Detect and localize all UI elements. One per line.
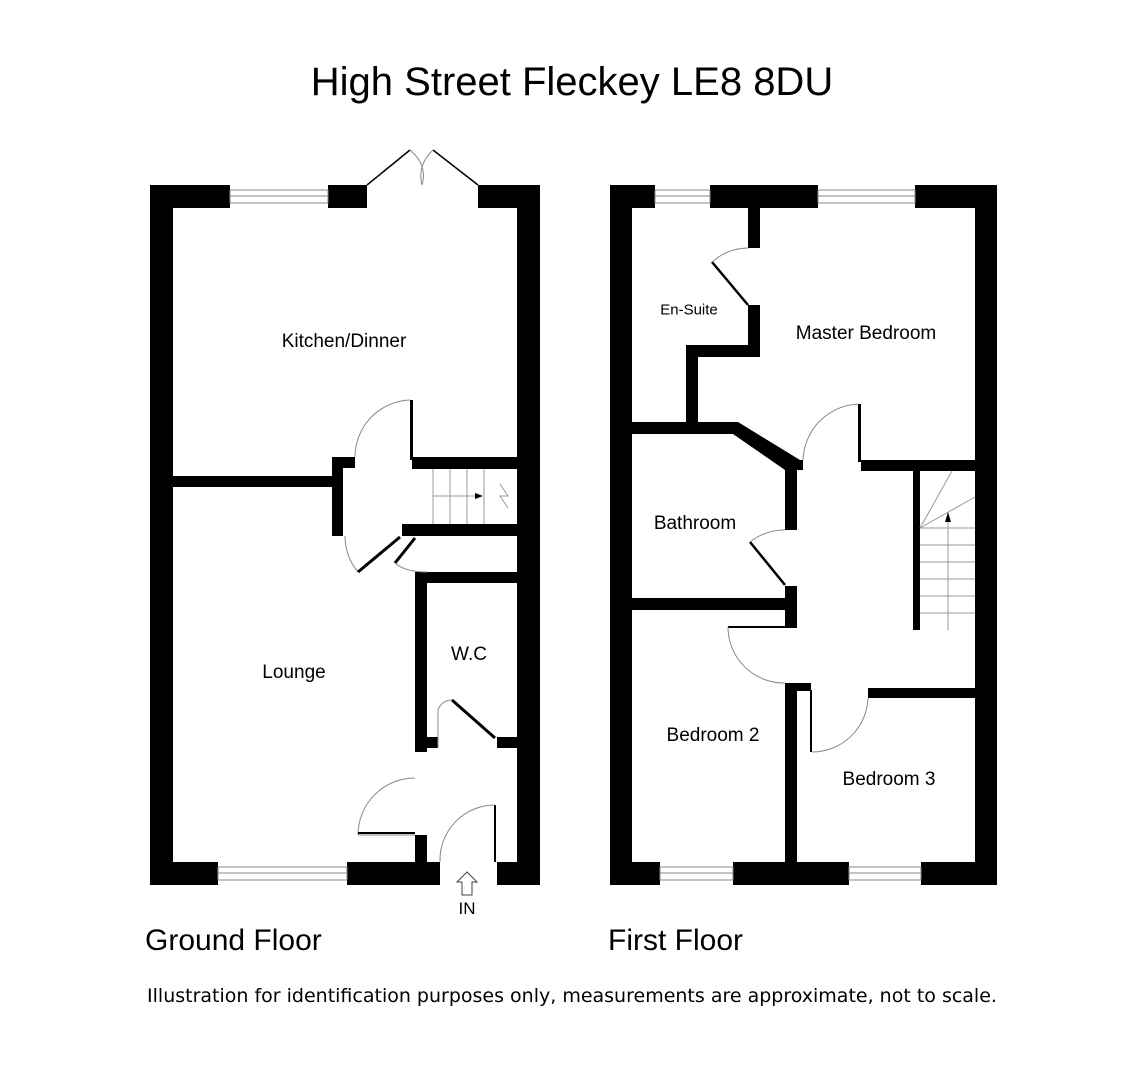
ground-floor-label: Ground Floor bbox=[145, 924, 322, 957]
room-label-bedroom-2: Bedroom 2 bbox=[666, 725, 760, 746]
ground-floor-details bbox=[217, 149, 509, 896]
window bbox=[654, 189, 922, 881]
door-swing bbox=[354, 399, 411, 458]
disclaimer: Illustration for identification purposes… bbox=[147, 985, 997, 1007]
room-label-bathroom: Bathroom bbox=[653, 513, 737, 534]
entrance-arrow-icon bbox=[455, 871, 479, 896]
first-floor-label: First Floor bbox=[608, 924, 743, 957]
room-label-bedroom-3: Bedroom 3 bbox=[842, 769, 936, 790]
first-floor-plan bbox=[610, 185, 997, 885]
room-label-en-suite: En-Suite bbox=[660, 301, 718, 319]
ground-floor-plan bbox=[150, 185, 540, 885]
entrance-label: IN bbox=[458, 899, 476, 918]
french-doors bbox=[366, 149, 479, 186]
window bbox=[217, 189, 348, 881]
room-label-master-bedroom: Master Bedroom bbox=[795, 323, 937, 344]
room-label-wc: W.C bbox=[451, 644, 487, 665]
door-swing bbox=[344, 535, 359, 573]
page-title: High Street Fleckey LE8 8DU bbox=[310, 60, 834, 104]
room-label-lounge: Lounge bbox=[262, 662, 326, 683]
stairs bbox=[432, 469, 509, 524]
stairs bbox=[919, 470, 976, 630]
first-floor-details bbox=[654, 189, 976, 881]
room-label-kitchen: Kitchen/Dinner bbox=[281, 331, 407, 352]
